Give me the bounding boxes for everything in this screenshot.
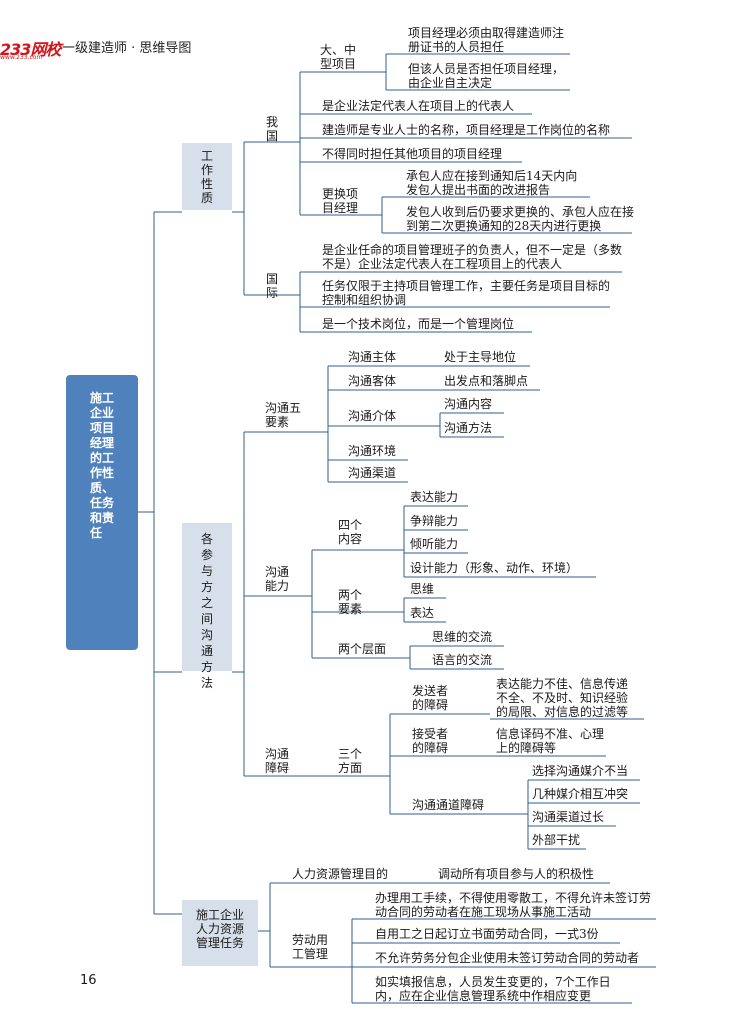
receiver-barrier-label: 接受者的障碍 [412, 727, 449, 755]
branch-communication-box: 各参与方之间沟通方法 [182, 523, 232, 690]
branch-hr-box: 施工企业人力资源管理任务 [182, 900, 258, 966]
brand-logo: 233网校 [0, 40, 61, 59]
hr-purpose-value: 调动所有项目参与人的积极性 [438, 867, 595, 881]
comm-subject-label: 沟通主体 [348, 350, 397, 364]
intl-item: 是企业任命的项目管理班子的负责人，但不一定是（多数不是）企业法定代表人在工程项目… [322, 243, 623, 271]
labor-management-item: 办理用工手续，不得使用零散工，不得允许未签订劳动合同的劳动者在施工现场从事施工活… [375, 891, 652, 919]
branch-nature-title: 工作性质 [200, 149, 213, 205]
intl-item: 任务仅限于主持项目管理工作，主要任务是项目目标的控制和组织协调 [322, 279, 611, 307]
two-levels-item: 语言的交流 [432, 653, 493, 667]
replace-pm-item: 承包人应在接到通知后14天内向发包人提出书面的改进报告 [406, 169, 578, 197]
comm-medium-label: 沟通介体 [348, 409, 397, 423]
four-contents-item: 争辩能力 [410, 514, 459, 528]
two-levels-label: 两个层面 [338, 642, 387, 656]
four-contents-item: 倾听能力 [410, 537, 459, 551]
three-aspects-label: 三个方面 [338, 747, 363, 775]
channel-barrier-item: 沟通渠道过长 [532, 810, 605, 824]
comm-channel: 沟通渠道 [348, 466, 397, 480]
root-title: 施工企业项目经理的工作性质、任务和责任 [90, 391, 115, 540]
four-contents-item: 表达能力 [410, 490, 459, 504]
comm-object-value: 出发点和落脚点 [444, 374, 529, 388]
labor-management-item: 如实填报信息，人员发生变更的，7个工作日内，应在企业信息管理系统中作相应变更 [375, 975, 611, 1003]
branch-nature-box: 工作性质 [182, 143, 232, 210]
labor-management-item: 不允许劳务分包企业使用未签订劳动合同的劳动者 [375, 951, 640, 965]
channel-barrier-label: 沟通通道障碍 [412, 798, 485, 812]
china-item: 是企业法定代表人在项目上的代表人 [322, 99, 515, 113]
header-title: 一级建造师 · 思维导图 [62, 41, 192, 56]
two-levels-item: 思维的交流 [432, 630, 493, 644]
large-project-label: 大、中型项目 [320, 43, 357, 71]
large-project-item: 项目经理必须由取得建造师注册证书的人员担任 [408, 26, 565, 54]
comm-environment: 沟通环境 [348, 444, 397, 458]
barrier-label: 沟通障碍 [265, 747, 290, 775]
ability-label: 沟通能力 [265, 565, 290, 593]
replace-pm-label: 更换项目经理 [322, 187, 359, 215]
replace-pm-item: 发包人收到后仍要求更换的、承包人应在接到第二次更换通知的28天内进行更换 [406, 205, 635, 233]
receiver-barrier-value: 信息译码不准、心理上的障碍等 [496, 727, 605, 755]
four-contents-label: 四个内容 [338, 518, 363, 546]
comm-subject-value: 处于主导地位 [444, 350, 517, 364]
sender-barrier-label: 发送者的障碍 [412, 684, 449, 712]
channel-barrier-item: 选择沟通媒介不当 [532, 764, 629, 778]
comm-medium-item: 沟通内容 [444, 397, 493, 411]
comm-object-label: 沟通客体 [348, 374, 397, 388]
sender-barrier-value: 表达能力不佳、信息传递不全、不及时、知识经验的局限、对信息的过滤等 [496, 677, 629, 719]
page-number: 16 [80, 973, 97, 988]
two-elements-item: 表达 [410, 606, 435, 620]
labor-management-item: 自用工之日起订立书面劳动合同，一式3份 [375, 927, 599, 941]
large-project-item: 但该人员是否担任项目经理，由企业自主决定 [408, 62, 565, 90]
intl-item: 是一个技术岗位，而是一个管理岗位 [322, 317, 515, 331]
four-contents-item: 设计能力（形象、动作、环境） [410, 561, 579, 575]
hr-purpose-label: 人力资源管理目的 [292, 867, 389, 881]
brand-url: www.233.com [0, 54, 43, 61]
branch-hr-title: 施工企业人力资源管理任务 [195, 908, 244, 950]
intl-label: 国际 [266, 272, 279, 300]
china-item: 不得同时担任其他项目的项目经理 [322, 147, 503, 161]
channel-barrier-item: 外部干扰 [532, 833, 581, 847]
root-node: 施工企业项目经理的工作性质、任务和责任 [66, 375, 138, 650]
china-item: 建造师是专业人士的名称，项目经理是工作岗位的名称 [322, 123, 611, 137]
china-label: 我国 [266, 115, 279, 143]
branch-communication-title: 各参与方之间沟通方法 [200, 532, 213, 690]
channel-barrier-item: 几种媒介相互冲突 [532, 787, 629, 801]
two-elements-label: 两个要素 [338, 588, 363, 616]
comm-medium-item: 沟通方法 [444, 421, 493, 435]
two-elements-item: 思维 [410, 582, 435, 596]
five-elements-label: 沟通五要素 [265, 401, 302, 429]
labor-management-label: 劳动用工管理 [292, 933, 329, 961]
